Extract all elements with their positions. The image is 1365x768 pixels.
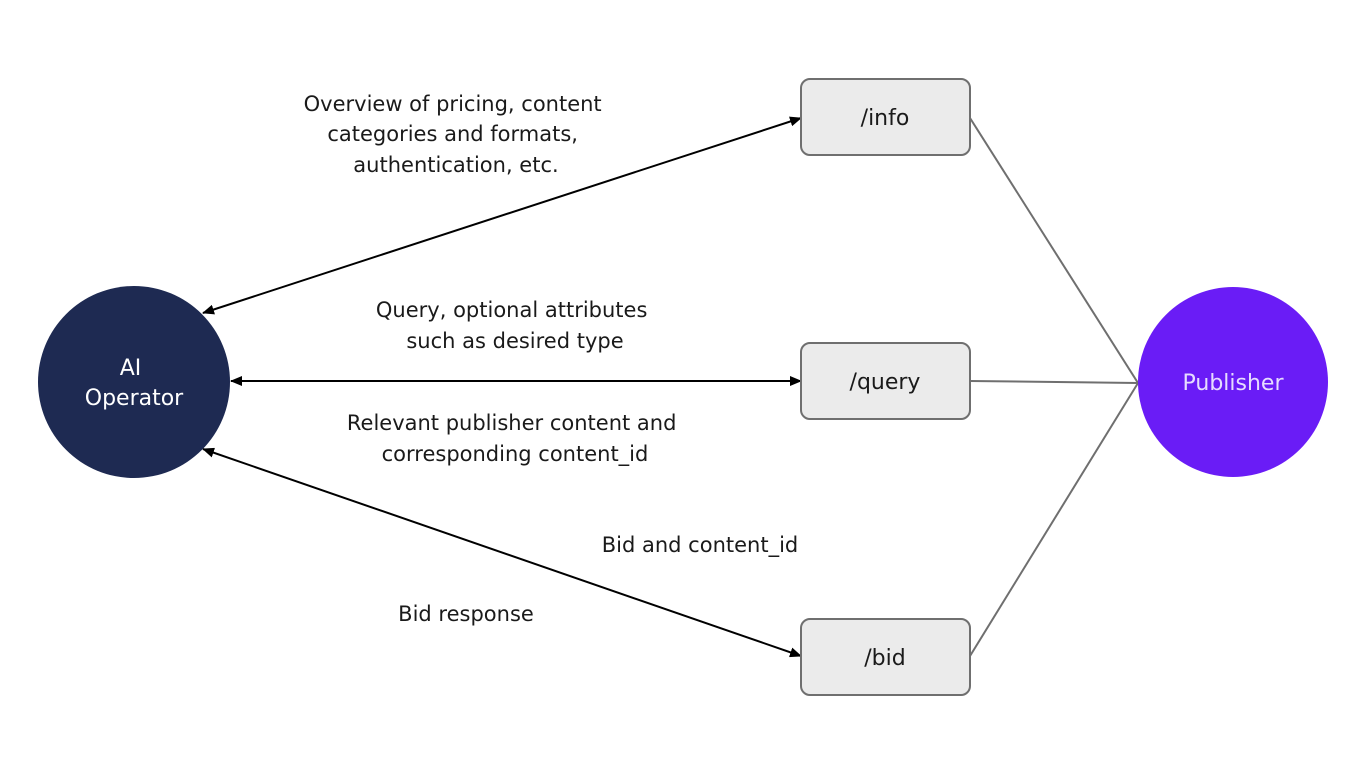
connector-query-publisher: [969, 380, 1139, 384]
query-response-label: Relevant publisher content and correspon…: [347, 411, 683, 467]
query-request-label-line2: such as desired type: [406, 329, 623, 353]
endpoint-info-box: [800, 78, 971, 156]
endpoint-info: /info: [800, 78, 971, 156]
ai-operator-label-line1: AI: [120, 356, 142, 381]
query-request-label-line1: Query, optional attributes: [376, 298, 648, 322]
endpoint-query: /query: [800, 342, 971, 420]
endpoint-info-label: /info: [861, 106, 910, 131]
publisher-label: Publisher: [1183, 371, 1285, 396]
publisher-circle: [1138, 287, 1328, 477]
info-edge-label: Overview of pricing, content categories …: [304, 92, 609, 177]
bid-request-label: Bid and content_id: [602, 533, 799, 558]
info-edge-label-line1: Overview of pricing, content: [304, 92, 602, 116]
connector-bid-publisher: [969, 382, 1139, 657]
bid-response-label: Bid response: [398, 602, 534, 626]
query-response-label-line1: Relevant publisher content and: [347, 411, 677, 435]
query-request-label: Query, optional attributes such as desir…: [376, 298, 654, 353]
endpoint-bid: /bid: [800, 618, 971, 696]
info-edge-label-line3: authentication, etc.: [353, 153, 558, 177]
endpoint-query-box: [800, 342, 971, 420]
arrow-bid: [202, 447, 802, 658]
endpoint-bid-box: [800, 618, 971, 696]
info-edge-label-line2: categories and formats,: [327, 122, 578, 146]
query-response-label-line2: corresponding content_id: [382, 442, 649, 467]
endpoint-bid-label: /bid: [864, 646, 905, 671]
arrow-info: [202, 116, 802, 315]
ai-operator-label-line2: Operator: [85, 386, 184, 411]
svg-text:AI Operator: AI Operator: [85, 356, 184, 411]
connector-info-publisher: [969, 117, 1139, 384]
endpoint-query-label: /query: [850, 370, 921, 395]
ai-operator-circle: [38, 286, 230, 478]
publisher-node: Publisher: [1138, 287, 1328, 477]
ai-operator-node: AI Operator: [38, 286, 230, 478]
